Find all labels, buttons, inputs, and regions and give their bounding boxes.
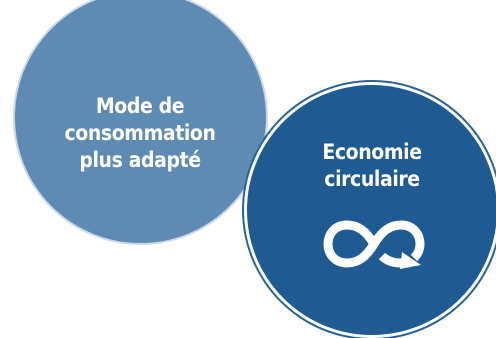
- label-line: Economie: [322, 140, 422, 164]
- label-line: Mode de: [95, 94, 185, 118]
- label-line: circulaire: [324, 167, 420, 191]
- label-circular-economy: Economie circulaire: [292, 139, 452, 193]
- label-line: plus adapté: [79, 148, 201, 172]
- circle-consumption: [13, 0, 268, 245]
- circle-circular-economy: [244, 82, 496, 338]
- infinity-recycle-icon: [323, 220, 425, 269]
- label-consumption-mode: Mode de consommation plus adapté: [60, 93, 220, 174]
- label-line: consommation: [64, 121, 216, 145]
